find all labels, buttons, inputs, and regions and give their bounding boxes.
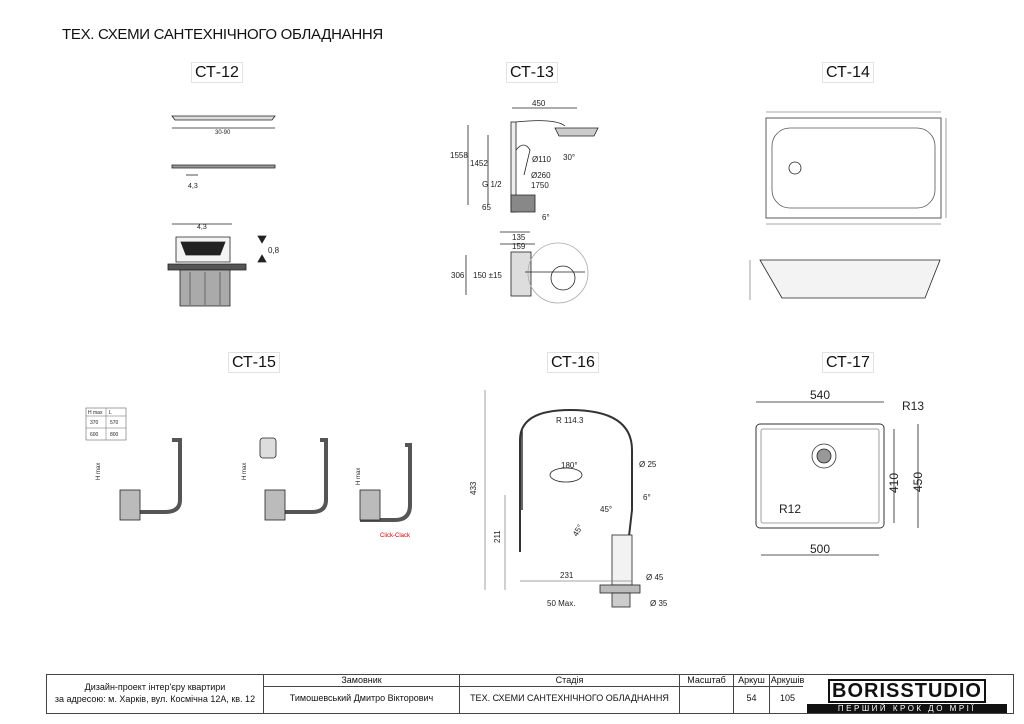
scheme-label-ct12: СТ-12 — [191, 62, 243, 83]
svg-text:370: 370 — [90, 420, 99, 426]
svg-text:231: 231 — [560, 571, 574, 580]
svg-text:433: 433 — [469, 481, 478, 495]
svg-text:50 Max.: 50 Max. — [547, 599, 575, 608]
svg-text:0,8: 0,8 — [268, 246, 280, 255]
svg-text:6°: 6° — [643, 493, 651, 502]
svg-text:1750: 1750 — [531, 181, 549, 190]
ct17-drawing: 540 R13 410 450 R12 500 — [755, 388, 925, 556]
svg-text:R13: R13 — [902, 399, 924, 413]
svg-text:Ø110: Ø110 — [532, 155, 552, 164]
svg-text:4,3: 4,3 — [197, 224, 207, 231]
svg-text:L: L — [109, 410, 112, 416]
svg-text:1558: 1558 — [450, 151, 468, 160]
svg-text:159: 159 — [512, 242, 526, 251]
sheets-cell: Аркушів 105 — [769, 675, 805, 713]
title-block-divider — [263, 686, 803, 687]
svg-text:R 114.3: R 114.3 — [556, 416, 584, 425]
svg-text:H max: H max — [356, 468, 362, 485]
sheet-cell: Аркуш 54 — [733, 675, 769, 713]
svg-text:600: 600 — [90, 432, 99, 438]
svg-text:R12: R12 — [779, 502, 801, 516]
svg-text:6°: 6° — [542, 213, 550, 222]
svg-text:45°: 45° — [571, 523, 585, 538]
stage-cell: Стадія ТЕХ. СХЕМИ САНТЕХНІЧНОГО ОБЛАДНАН… — [459, 675, 679, 713]
svg-text:450: 450 — [911, 472, 925, 492]
svg-text:H max: H max — [96, 463, 102, 480]
ct13-drawing: 450 1558 1452 Ø110 30° Ø260 1750 G 1/2 6… — [450, 99, 599, 304]
svg-text:Ø260: Ø260 — [531, 171, 551, 180]
svg-text:500: 500 — [810, 542, 830, 556]
svg-text:211: 211 — [493, 530, 502, 543]
svg-text:Ø 25: Ø 25 — [639, 460, 657, 469]
svg-text:4,3: 4,3 — [188, 183, 198, 190]
project-info: Дизайн-проект інтер'єру квартири за адре… — [54, 682, 256, 704]
studio-logo: BORISSTUDIO ПЕРШИЙ КРОК ДО МРІЇ — [807, 679, 1007, 713]
scheme-label-ct17: СТ-17 — [822, 352, 874, 373]
svg-text:570: 570 — [110, 420, 119, 426]
svg-text:Ø 45: Ø 45 — [646, 573, 664, 582]
svg-text:800: 800 — [110, 432, 119, 438]
svg-text:45°: 45° — [600, 505, 612, 514]
ct12-dim-length: 30-90 — [215, 130, 231, 136]
svg-text:H max: H max — [242, 463, 248, 480]
ct16-drawing: 433 211 R 114.3 180° Ø 25 6° 45° 45° 231… — [469, 390, 668, 608]
svg-text:Ø 35: Ø 35 — [650, 599, 668, 608]
customer-cell: Замовник Тимошевський Дмитро Вікторович — [263, 675, 459, 713]
svg-text:30°: 30° — [563, 153, 575, 162]
svg-text:306: 306 — [451, 271, 465, 280]
svg-text:G 1/2: G 1/2 — [482, 180, 502, 189]
scheme-label-ct13: СТ-13 — [506, 62, 558, 83]
svg-text:1452: 1452 — [470, 159, 488, 168]
click-clack-label: Click-Clack — [380, 533, 411, 539]
scheme-label-ct15: СТ-15 — [228, 352, 280, 373]
svg-text:150 ±15: 150 ±15 — [473, 271, 502, 280]
svg-text:180°: 180° — [561, 461, 578, 470]
title-block: Дизайн-проект інтер'єру квартири за адре… — [46, 674, 1014, 714]
svg-text:540: 540 — [810, 388, 830, 402]
svg-text:H max: H max — [88, 410, 103, 416]
svg-text:410: 410 — [887, 473, 901, 493]
svg-text:135: 135 — [512, 233, 526, 242]
scheme-label-ct14: СТ-14 — [822, 62, 874, 83]
svg-text:450: 450 — [532, 99, 546, 108]
scale-cell: Масштаб — [679, 675, 733, 713]
ct15-drawing: H max L 370 570 600 800 H max H max H ma… — [85, 407, 412, 539]
page-title: ТЕХ. СХЕМИ САНТЕХНІЧНОГО ОБЛАДНАННЯ — [62, 26, 383, 43]
svg-text:65: 65 — [482, 203, 491, 212]
ct14-drawing — [749, 111, 947, 300]
scheme-label-ct16: СТ-16 — [547, 352, 599, 373]
ct12-drawing: 30-90 4,3 4,3 0,8 — [167, 115, 280, 307]
